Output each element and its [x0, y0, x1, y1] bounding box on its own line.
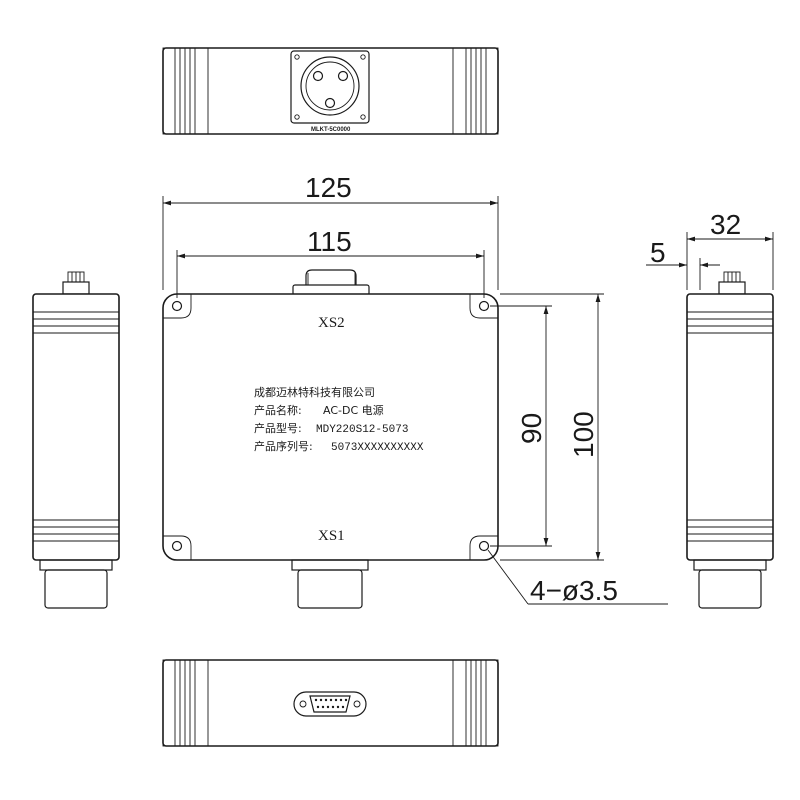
left-side-connector: [44, 569, 108, 609]
top-view: MLKT-5C0000: [162, 47, 499, 135]
top-view-left-ribs: [162, 47, 209, 135]
nameplate-serial-value: 5073XXXXXXXXXX: [331, 442, 424, 454]
xs1-connector-body: [291, 559, 369, 609]
dim-hole-height: 90: [490, 305, 552, 547]
dim-overall-width: 125: [162, 172, 499, 290]
bottom-view-right-ribs: [452, 659, 499, 747]
dim-holes-label: 4−ø3.5: [530, 575, 618, 606]
dim-5-label: 5: [650, 237, 666, 268]
dim-90-label: 90: [516, 413, 547, 444]
nameplate-company: 成都迈林特科技有限公司: [254, 385, 375, 399]
top-view-circular-connector: MLKT-5C0000: [290, 50, 370, 133]
nameplate-model-label: 产品型号:: [254, 421, 302, 435]
d-sub-connector: [293, 691, 367, 717]
xs2-label: XS2: [318, 315, 345, 331]
right-side-view: [686, 271, 774, 609]
left-side-view: [32, 271, 120, 609]
xs1-label: XS1: [318, 528, 345, 544]
nameplate-serial-label: 产品序列号:: [254, 439, 313, 453]
nameplate: 成都迈林特科技有限公司 产品名称: AC-DC 电源 产品型号: MDY220S…: [254, 385, 424, 454]
connector-mark: MLKT-5C0000: [311, 127, 351, 133]
dim-100-label: 100: [568, 411, 599, 458]
dim-115-label: 115: [307, 226, 352, 257]
mounting-holes: [163, 294, 498, 560]
dim-hole-width: 115: [176, 226, 485, 298]
bottom-view: [162, 659, 499, 747]
nameplate-product-name-value: AC-DC 电源: [323, 403, 384, 417]
dim-overall-height: 100: [500, 293, 604, 561]
bottom-view-left-ribs: [162, 659, 209, 747]
dim-125-label: 125: [305, 172, 352, 203]
nameplate-product-name-label: 产品名称:: [254, 403, 302, 417]
dim-32-label: 32: [710, 209, 741, 240]
dim-mounting-holes: 4−ø3.5: [487, 549, 668, 606]
xs2-connector-body: [292, 269, 370, 296]
dim-depth: 32: [686, 209, 774, 290]
front-view: XS2 XS1 成都迈林特科技有限公司 产品名称: AC-DC 电源 产品型号:…: [162, 269, 499, 609]
nameplate-model-value: MDY220S12-5073: [316, 424, 408, 436]
top-view-right-ribs: [452, 47, 499, 135]
dim-offset: 5: [646, 237, 720, 290]
right-side-connector: [698, 569, 762, 609]
